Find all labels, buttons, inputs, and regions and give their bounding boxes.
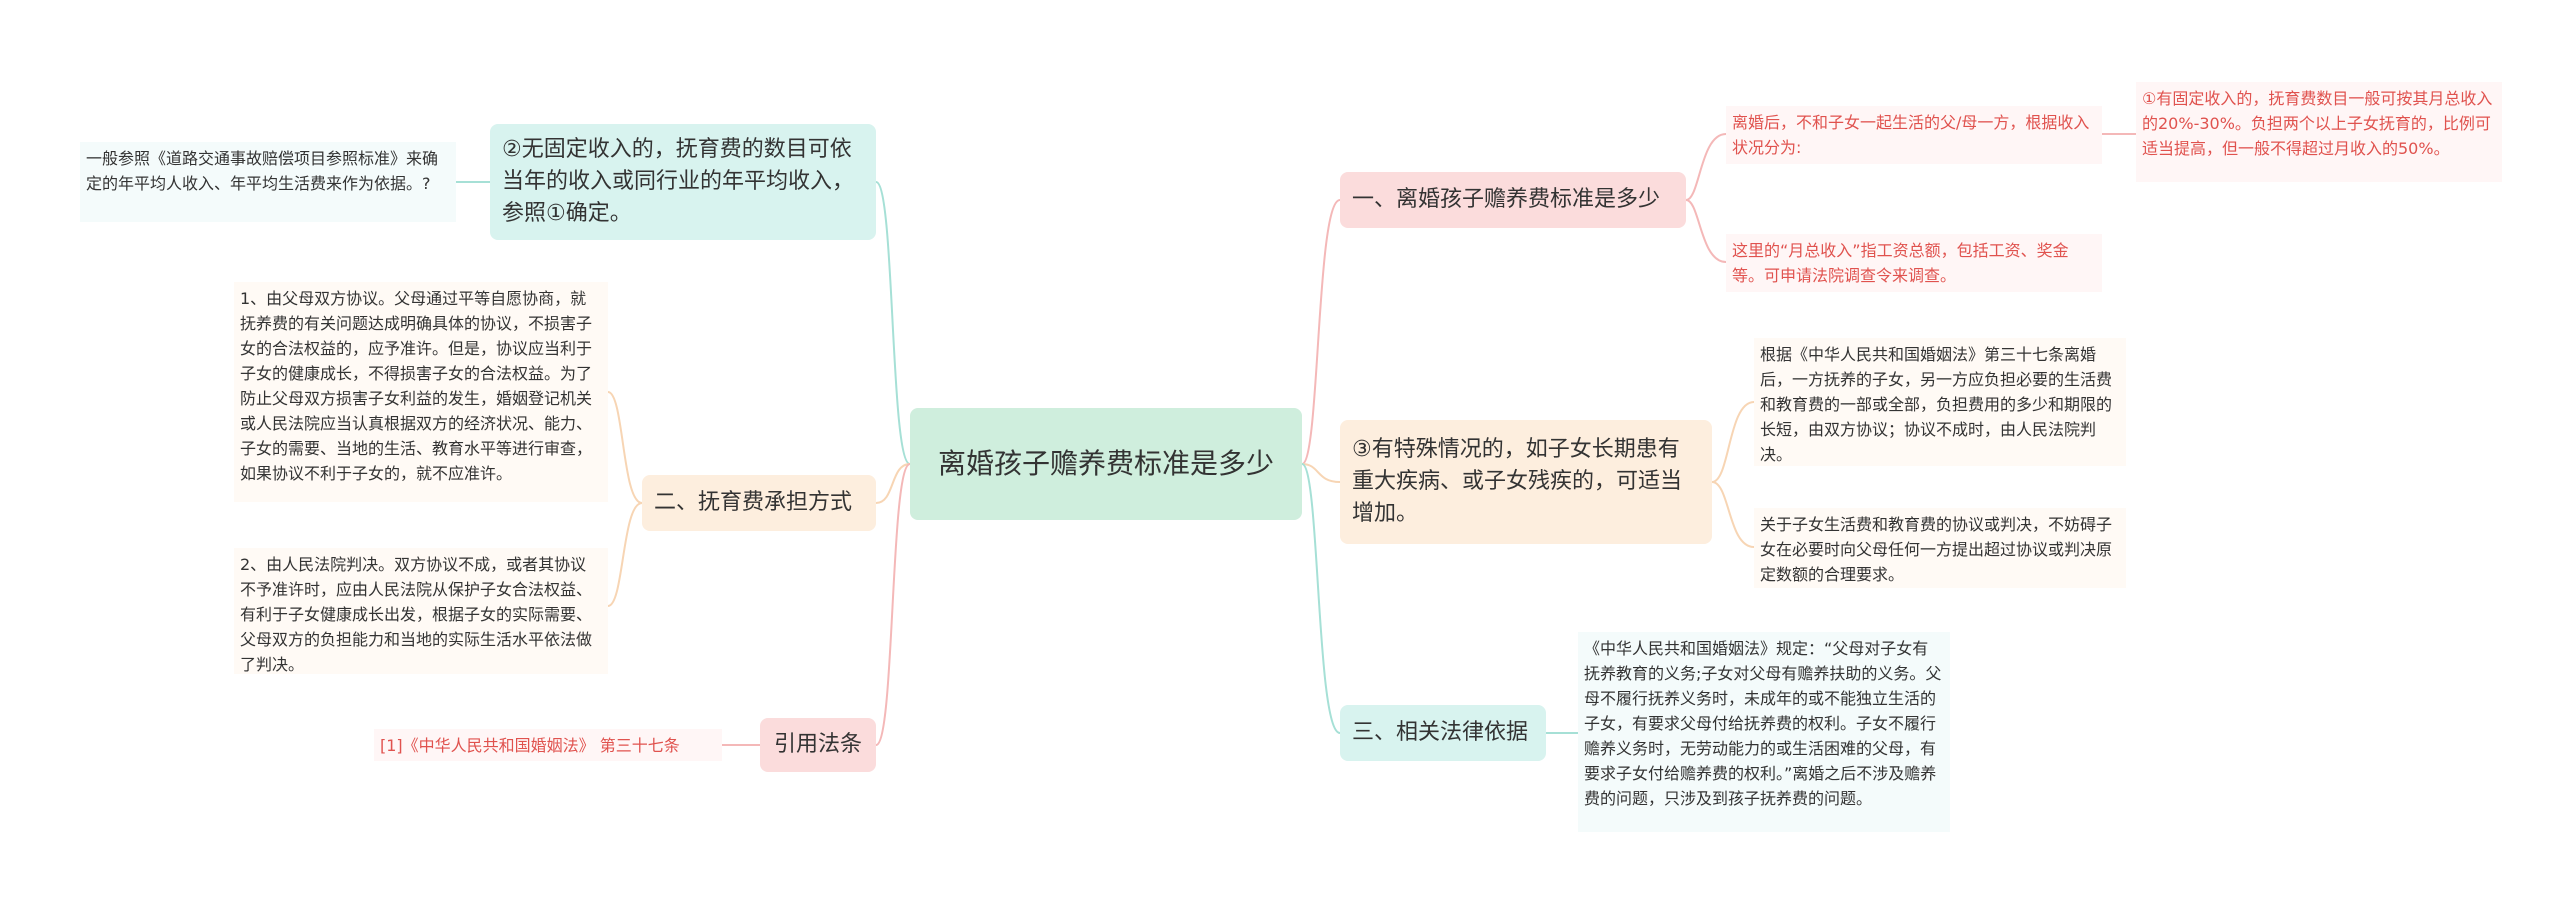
topic-citation[interactable]: 引用法条 (760, 718, 876, 772)
link-center-special (1301, 463, 1341, 483)
link-standard-intro (1685, 133, 1727, 201)
leaf-standard-intro[interactable]: 离婚后，不和子女一起生活的父/母一方，根据收入状况分为: (1726, 106, 2102, 164)
leaf-citation-item[interactable]: [1]《中华人民共和国婚姻法》 第三十七条 (374, 729, 722, 761)
link-center-citation (875, 463, 911, 746)
topic-standard[interactable]: 一、离婚孩子赡养费标准是多少 (1340, 172, 1686, 228)
link-method-court (607, 502, 643, 607)
leaf-reference-standard[interactable]: 一般参照《道路交通事故赔偿项目参照标准》来确定的年平均人收入、年平均生活费来作为… (80, 142, 456, 222)
link-center-standard (1301, 199, 1341, 465)
leaf-law-basis[interactable]: 根据《中华人民共和国婚姻法》第三十七条离婚后，一方抚养的子女，另一方应负担必要的… (1754, 338, 2126, 466)
link-center-method (875, 463, 911, 504)
leaf-income-note[interactable]: 这里的“月总收入”指工资总额，包括工资、奖金等。可申请法院调查令来调查。 (1726, 234, 2102, 292)
topic-payment-method[interactable]: 二、抚育费承担方式 (642, 475, 876, 531)
link-method-agreement (607, 391, 643, 504)
topic-legal-basis[interactable]: 三、相关法律依据 (1340, 705, 1546, 761)
leaf-parent-agreement[interactable]: 1、由父母双方协议。父母通过平等自愿协商，就抚养费的有关问题达成明确具体的协议，… (234, 282, 608, 502)
leaf-court-judgement[interactable]: 2、由人民法院判决。双方协议不成，或者其协议不予准许时，应由人民法院从保护子女合… (234, 548, 608, 674)
topic-variable-income[interactable]: ②无固定收入的，抚育费的数目可依当年的收入或同行业的年平均收入，参照①确定。 (490, 124, 876, 240)
link-center-legal (1301, 463, 1341, 734)
topic-special-case[interactable]: ③有特殊情况的，如子女长期患有重大疾病、或子女残疾的，可适当增加。 (1340, 420, 1712, 544)
link-special-basis (1711, 401, 1755, 483)
leaf-agreement-note[interactable]: 关于子女生活费和教育费的协议或判决，不妨碍子女在必要时向父母任何一方提出超过协议… (1754, 508, 2126, 588)
link-center-variable (875, 181, 911, 465)
link-standard-note (1685, 199, 1727, 263)
leaf-legal-content[interactable]: 《中华人民共和国婚姻法》规定：“父母对子女有抚养教育的义务;子女对父母有赡养扶助… (1578, 632, 1950, 832)
link-special-agreement (1711, 481, 1755, 548)
leaf-fixed-income[interactable]: ①有固定收入的，抚育费数目一般可按其月总收入的20%-30%。负担两个以上子女抚… (2136, 82, 2502, 182)
central-topic[interactable]: 离婚孩子赡养费标准是多少 (910, 408, 1302, 520)
